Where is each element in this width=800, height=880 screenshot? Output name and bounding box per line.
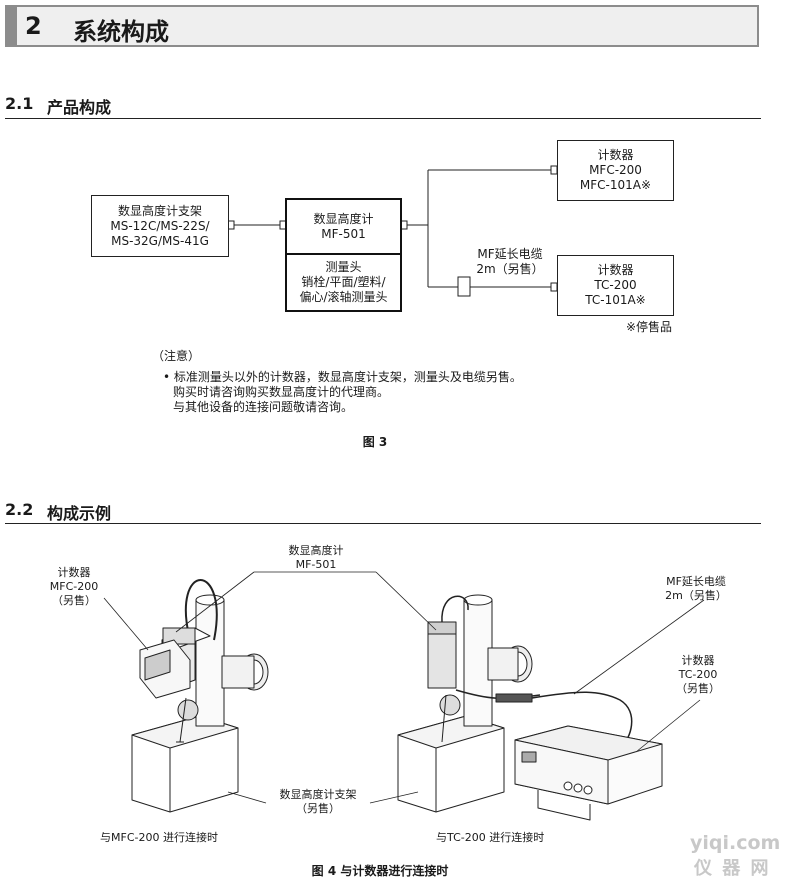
watermark-line-1: yiqi.com — [690, 832, 781, 854]
label-counter-tc-2: TC-200 — [678, 668, 718, 681]
discontinued-note: ※停售品 — [626, 320, 673, 334]
watermark-line-2: 仪 器 网 — [694, 858, 771, 879]
section-2-2-number: 2.2 — [5, 500, 34, 519]
stand-box-line-1: 数显高度计支架 — [117, 203, 202, 218]
label-counter-tc: 计数器 TC-200 （另售） — [668, 654, 728, 696]
counter1-line-2: MFC-200 — [589, 163, 642, 177]
counter1-line-1: 计数器 — [597, 148, 634, 162]
label-counter-mfc: 计数器 MFC-200 （另售） — [40, 566, 108, 608]
label-counter-mfc-3: （另售） — [52, 594, 96, 607]
label-stand-2: （另售） — [296, 802, 340, 815]
counter2-box: 计数器 TC-200 TC-101A※ — [557, 255, 674, 316]
chapter-header: 2 系统构成 — [5, 5, 759, 47]
counter2-line-3: TC-101A※ — [585, 293, 646, 307]
chapter-bar — [7, 7, 17, 45]
cable-label-line-1: MF延长电缆 — [477, 247, 543, 261]
counter1-box: 计数器 MFC-200 MFC-101A※ — [557, 140, 674, 201]
gauge-box: 数显高度计 MF-501 — [285, 198, 402, 255]
left-stand-base — [131, 715, 239, 813]
counter2-line-1: 计数器 — [597, 263, 634, 277]
figure-4-caption: 图 4 与计数器进行连接时 — [311, 864, 449, 878]
chapter-title: 系统构成 — [73, 18, 169, 46]
head-box-line-2: 销栓/平面/塑料/ — [301, 275, 386, 289]
right-stand-base — [397, 715, 505, 813]
gauge-box-line-1: 数显高度计 — [313, 211, 374, 226]
stand-box-line-3: MS-32G/MS-41G — [111, 233, 209, 248]
cable-label-line-2: 2m（另售） — [476, 262, 544, 276]
label-cable-2: 2m（另售） — [665, 589, 727, 602]
notes-line-1: • 标准测量头以外的计数器，数显高度计支架，测量头及电缆另售。 — [163, 370, 522, 384]
chapter-number: 2 — [25, 12, 42, 40]
label-cable-1: MF延长电缆 — [666, 575, 726, 588]
section-2-1-rule — [5, 118, 761, 119]
stand-box: 数显高度计支架 MS-12C/MS-22S/ MS-32G/MS-41G — [91, 195, 229, 257]
stand-box-line-2: MS-12C/MS-22S/ — [110, 218, 210, 233]
section-2-2-title: 构成示例 — [47, 504, 112, 523]
counter1-line-3: MFC-101A※ — [579, 178, 652, 192]
section-2-2-rule — [5, 523, 761, 524]
figure-3-caption: 图 3 — [362, 435, 388, 449]
head-box: 测量头 销栓/平面/塑料/ 偏心/滚轴测量头 — [285, 253, 402, 312]
label-cable: MF延长电缆 2m（另售） — [656, 575, 736, 603]
label-stand-1: 数显高度计支架 — [279, 788, 357, 801]
counter2-line-2: TC-200 — [594, 278, 637, 292]
head-box-line-3: 偏心/滚轴测量头 — [299, 290, 388, 304]
cable-label: MF延长电缆 2m（另售） — [470, 247, 550, 277]
label-counter-tc-3: （另售） — [676, 682, 720, 695]
notes-heading: （注意） — [152, 349, 201, 363]
section-2-1-number: 2.1 — [5, 94, 34, 113]
label-gauge-2: MF-501 — [295, 558, 337, 571]
label-gauge-1: 数显高度计 — [288, 544, 344, 557]
gauge-box-line-2: MF-501 — [321, 226, 366, 241]
label-counter-tc-1: 计数器 — [681, 654, 715, 667]
label-counter-mfc-2: MFC-200 — [49, 580, 99, 593]
caption-left-setup: 与MFC-200 进行连接时 — [100, 831, 218, 844]
label-stand: 数显高度计支架 （另售） — [268, 788, 368, 816]
notes-line-2: 购买时请咨询购买数显高度计的代理商。 — [173, 385, 390, 399]
head-box-line-1: 测量头 — [325, 260, 362, 274]
label-gauge: 数显高度计 MF-501 — [276, 544, 356, 572]
label-counter-mfc-1: 计数器 — [57, 566, 91, 579]
section-2-1-title: 产品构成 — [47, 98, 112, 117]
caption-right-setup: 与TC-200 进行连接时 — [436, 831, 545, 844]
notes-line-3: 与其他设备的连接问题敬请咨询。 — [173, 400, 354, 414]
